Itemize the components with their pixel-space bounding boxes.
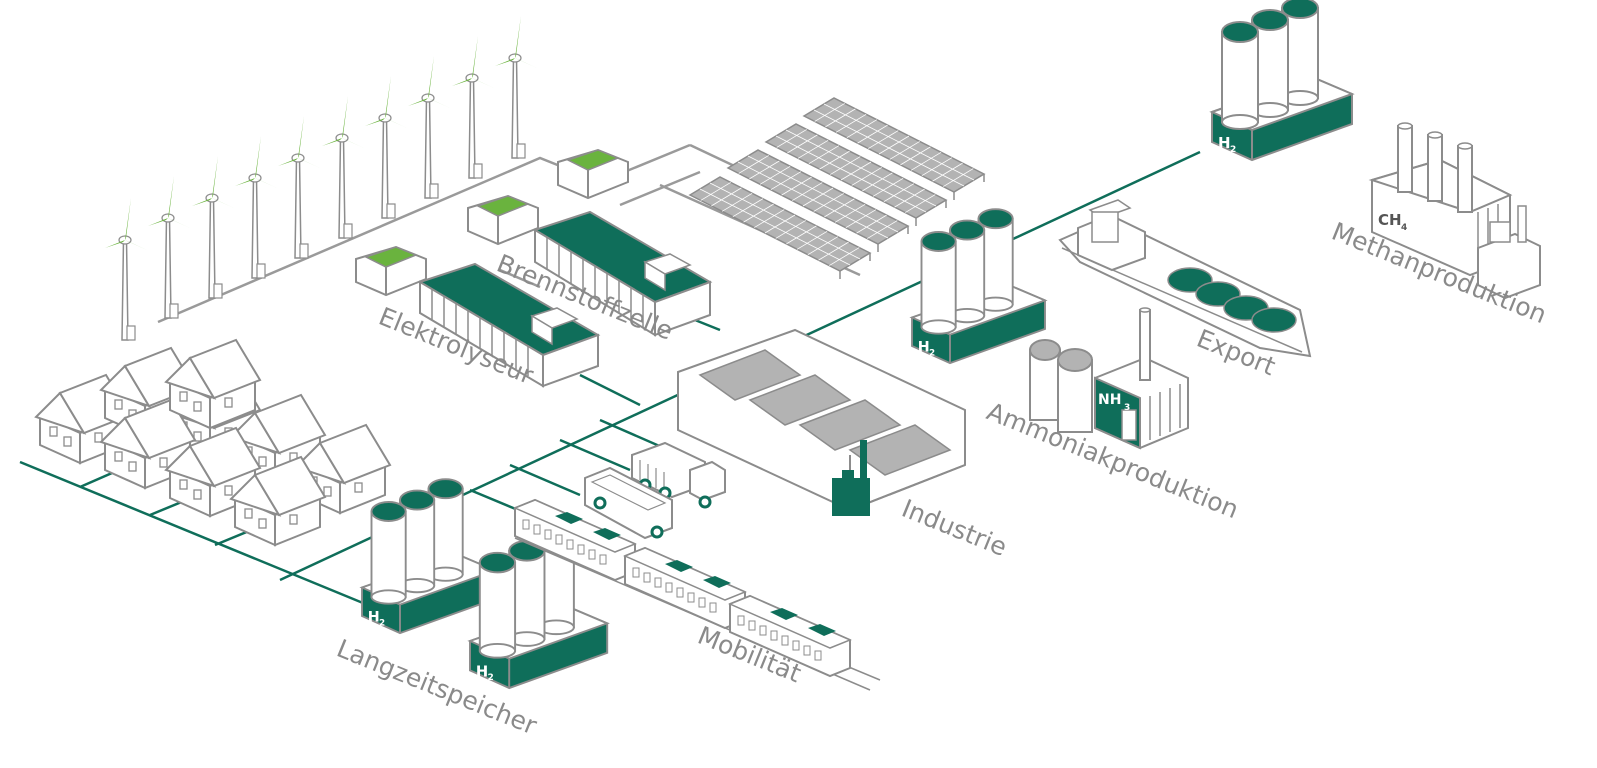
h2-subscript: 2 bbox=[1230, 145, 1236, 155]
wind-turbine-icon bbox=[365, 76, 407, 219]
wind-turbine-icon bbox=[235, 136, 277, 279]
wind-turbine-icon bbox=[452, 36, 494, 179]
h2-tag: H bbox=[476, 663, 488, 680]
wind-turbine-icon bbox=[148, 176, 190, 319]
factory-icon bbox=[677, 328, 966, 516]
nh3-tag: NH bbox=[1098, 392, 1121, 408]
h2-tag: H bbox=[918, 340, 930, 356]
ammonia-plant: NH 3 bbox=[1029, 307, 1189, 450]
methane-plant: CH 4 bbox=[1368, 122, 1541, 300]
wind-turbine-icon bbox=[495, 16, 537, 159]
house-icon bbox=[99, 398, 197, 490]
house-icon bbox=[229, 455, 327, 547]
train-icon bbox=[513, 498, 881, 691]
h2-tag: H bbox=[368, 610, 380, 626]
h2-tag: H bbox=[1218, 134, 1231, 152]
h2-subscript: 2 bbox=[929, 349, 935, 359]
solar-panel-icon bbox=[726, 149, 910, 252]
wind-turbine-icon bbox=[408, 56, 450, 199]
house-icon bbox=[164, 338, 262, 430]
converter-unit-top bbox=[557, 148, 629, 200]
solar-panel-icon bbox=[764, 123, 948, 226]
ship-icon bbox=[1058, 199, 1312, 358]
label-industrie: Industrie bbox=[898, 494, 1011, 562]
solar-panel-icon bbox=[802, 97, 986, 200]
ch4-subscript: 4 bbox=[1401, 223, 1407, 233]
wind-turbine-icon bbox=[278, 116, 320, 259]
converter-unit-mid bbox=[467, 194, 539, 246]
solar-park bbox=[688, 97, 986, 279]
electrolyzer-container bbox=[417, 262, 601, 388]
nh3-subscript: 3 bbox=[1124, 403, 1130, 413]
wind-turbine-icon bbox=[322, 96, 364, 239]
bus-icon bbox=[584, 466, 673, 540]
ch4-tag: CH bbox=[1378, 211, 1402, 229]
train-car bbox=[513, 498, 637, 582]
h2-subscript: 2 bbox=[488, 673, 494, 683]
converter-unit-low bbox=[355, 245, 427, 297]
wind-farm bbox=[105, 16, 537, 341]
fuel-cell-container bbox=[532, 210, 713, 337]
train-car bbox=[728, 594, 852, 678]
wind-turbine-icon bbox=[105, 198, 147, 341]
train-car bbox=[623, 546, 747, 630]
h2-subscript: 2 bbox=[379, 619, 385, 629]
wind-turbine-icon bbox=[192, 156, 234, 299]
converter-units bbox=[355, 148, 713, 388]
solar-panel-icon bbox=[688, 176, 872, 279]
housing-estate bbox=[34, 338, 392, 547]
house-icon bbox=[164, 426, 262, 518]
